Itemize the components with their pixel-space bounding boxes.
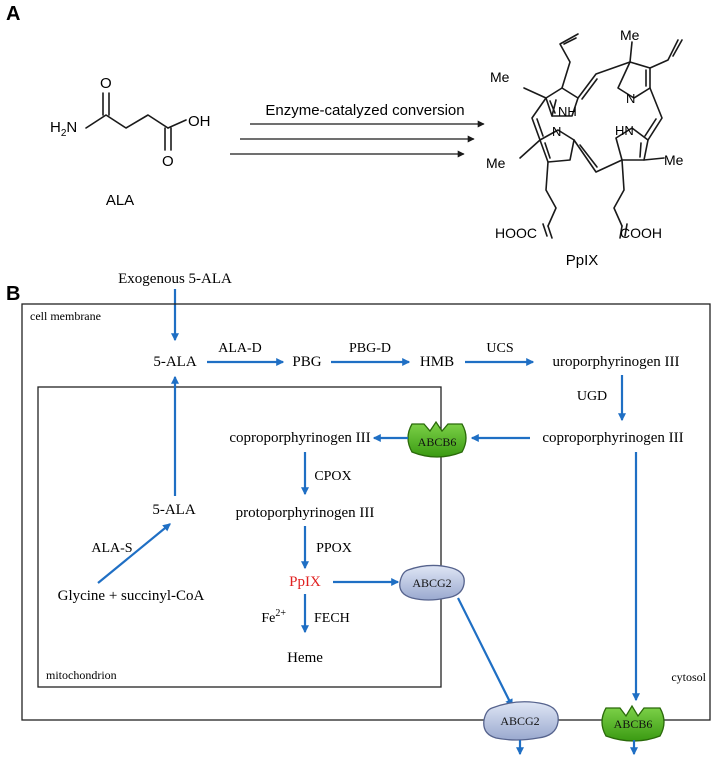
ala-oh-bond <box>167 119 187 129</box>
pbg-node: PBG <box>292 354 321 370</box>
ugd-enzyme: UGD <box>577 389 607 404</box>
conversion-label: Enzyme-catalyzed conversion <box>265 102 464 119</box>
ala-ketone-oxygen: O <box>100 75 112 92</box>
ppix-hn: HN <box>615 123 634 138</box>
cell-membrane-box <box>21 303 711 721</box>
ppix-structure <box>519 33 683 239</box>
ppix-n-bottom: N <box>552 124 561 139</box>
ala-d-enzyme: ALA-D <box>218 341 262 356</box>
pyrrole-bottom-left <box>539 129 575 163</box>
ala-name: ALA <box>106 192 134 209</box>
abcb6-membrane-label: ABCB6 <box>614 717 653 731</box>
abcb6-mito-transporter: ABCB6 <box>407 420 467 458</box>
iron-cofactor: Fe2+ <box>261 608 286 626</box>
heme-node: Heme <box>287 650 323 666</box>
pyrrole-bottom-right <box>615 127 649 161</box>
ppix-cooh: COOH <box>620 225 662 241</box>
glycine-succinyl-coa-node: Glycine + succinyl-CoA <box>58 588 205 604</box>
cpox-enzyme: CPOX <box>314 469 351 484</box>
ppix-methyl-bottom-right: Me <box>664 152 684 168</box>
pbg-d-enzyme: PBG-D <box>349 341 391 356</box>
panel-b-label: B <box>6 283 20 305</box>
ppix-name: PpIX <box>566 252 599 269</box>
abcg2-mito-label: ABCG2 <box>412 576 451 590</box>
uroporphyrinogen-node: uroporphyrinogen III <box>552 354 679 370</box>
abcg2-mito-transporter: ABCG2 <box>399 564 465 601</box>
ppix-n-top: N <box>626 91 635 106</box>
abcg2-membrane-label: ABCG2 <box>500 714 539 728</box>
ala-amine-label: H2N <box>50 119 77 139</box>
protoporphyrinogen-node: protoporphyrinogen III <box>236 505 375 521</box>
arrow-glycine-to-ala <box>97 523 171 584</box>
ala-chain-bonds <box>85 114 169 129</box>
ppix-methyl-bottom-left: Me <box>486 155 506 171</box>
ala-cytosol-node: 5-ALA <box>153 354 196 370</box>
ala-s-enzyme: ALA-S <box>91 541 132 556</box>
ucs-enzyme: UCS <box>486 341 513 356</box>
hmb-node: HMB <box>420 354 454 370</box>
pyrrole-top-left <box>545 87 579 117</box>
abcb6-mito-label: ABCB6 <box>418 435 457 449</box>
coproporphyrinogen-cytosol-node: coproporphyrinogen III <box>542 430 683 446</box>
abcg2-membrane-transporter: ABCG2 <box>483 701 559 741</box>
abcb6-membrane-transporter: ABCB6 <box>601 704 665 742</box>
ala-carbonyl-oxygen: O <box>162 153 174 170</box>
ppix-hooc: HOOC <box>495 225 537 241</box>
cell-membrane-label: cell membrane <box>30 309 101 323</box>
coproporphyrinogen-mito-node: coproporphyrinogen III <box>229 430 370 446</box>
ala-mito-node: 5-ALA <box>152 502 195 518</box>
ppix-methyl-top-left: Me <box>490 69 510 85</box>
pyrrole-top-right <box>617 61 651 99</box>
arrow-abcg2-to-membrane <box>457 597 513 708</box>
mitochondrion-box <box>37 386 442 688</box>
ala-structure: H2N O OH O <box>50 75 211 170</box>
fech-enzyme: FECH <box>314 611 350 626</box>
ala-hydroxyl: OH <box>188 113 211 130</box>
exogenous-ala: Exogenous 5-ALA <box>118 271 232 287</box>
mitochondrion-label: mitochondrion <box>46 668 117 682</box>
cytosol-label: cytosol <box>671 670 706 684</box>
ppix-methyl-top-right: Me <box>620 27 640 43</box>
panel-a-label: A <box>6 3 20 25</box>
ppox-enzyme: PPOX <box>316 541 352 556</box>
ppix-node: PpIX <box>289 574 321 590</box>
ppix-nh: NH <box>558 104 577 119</box>
